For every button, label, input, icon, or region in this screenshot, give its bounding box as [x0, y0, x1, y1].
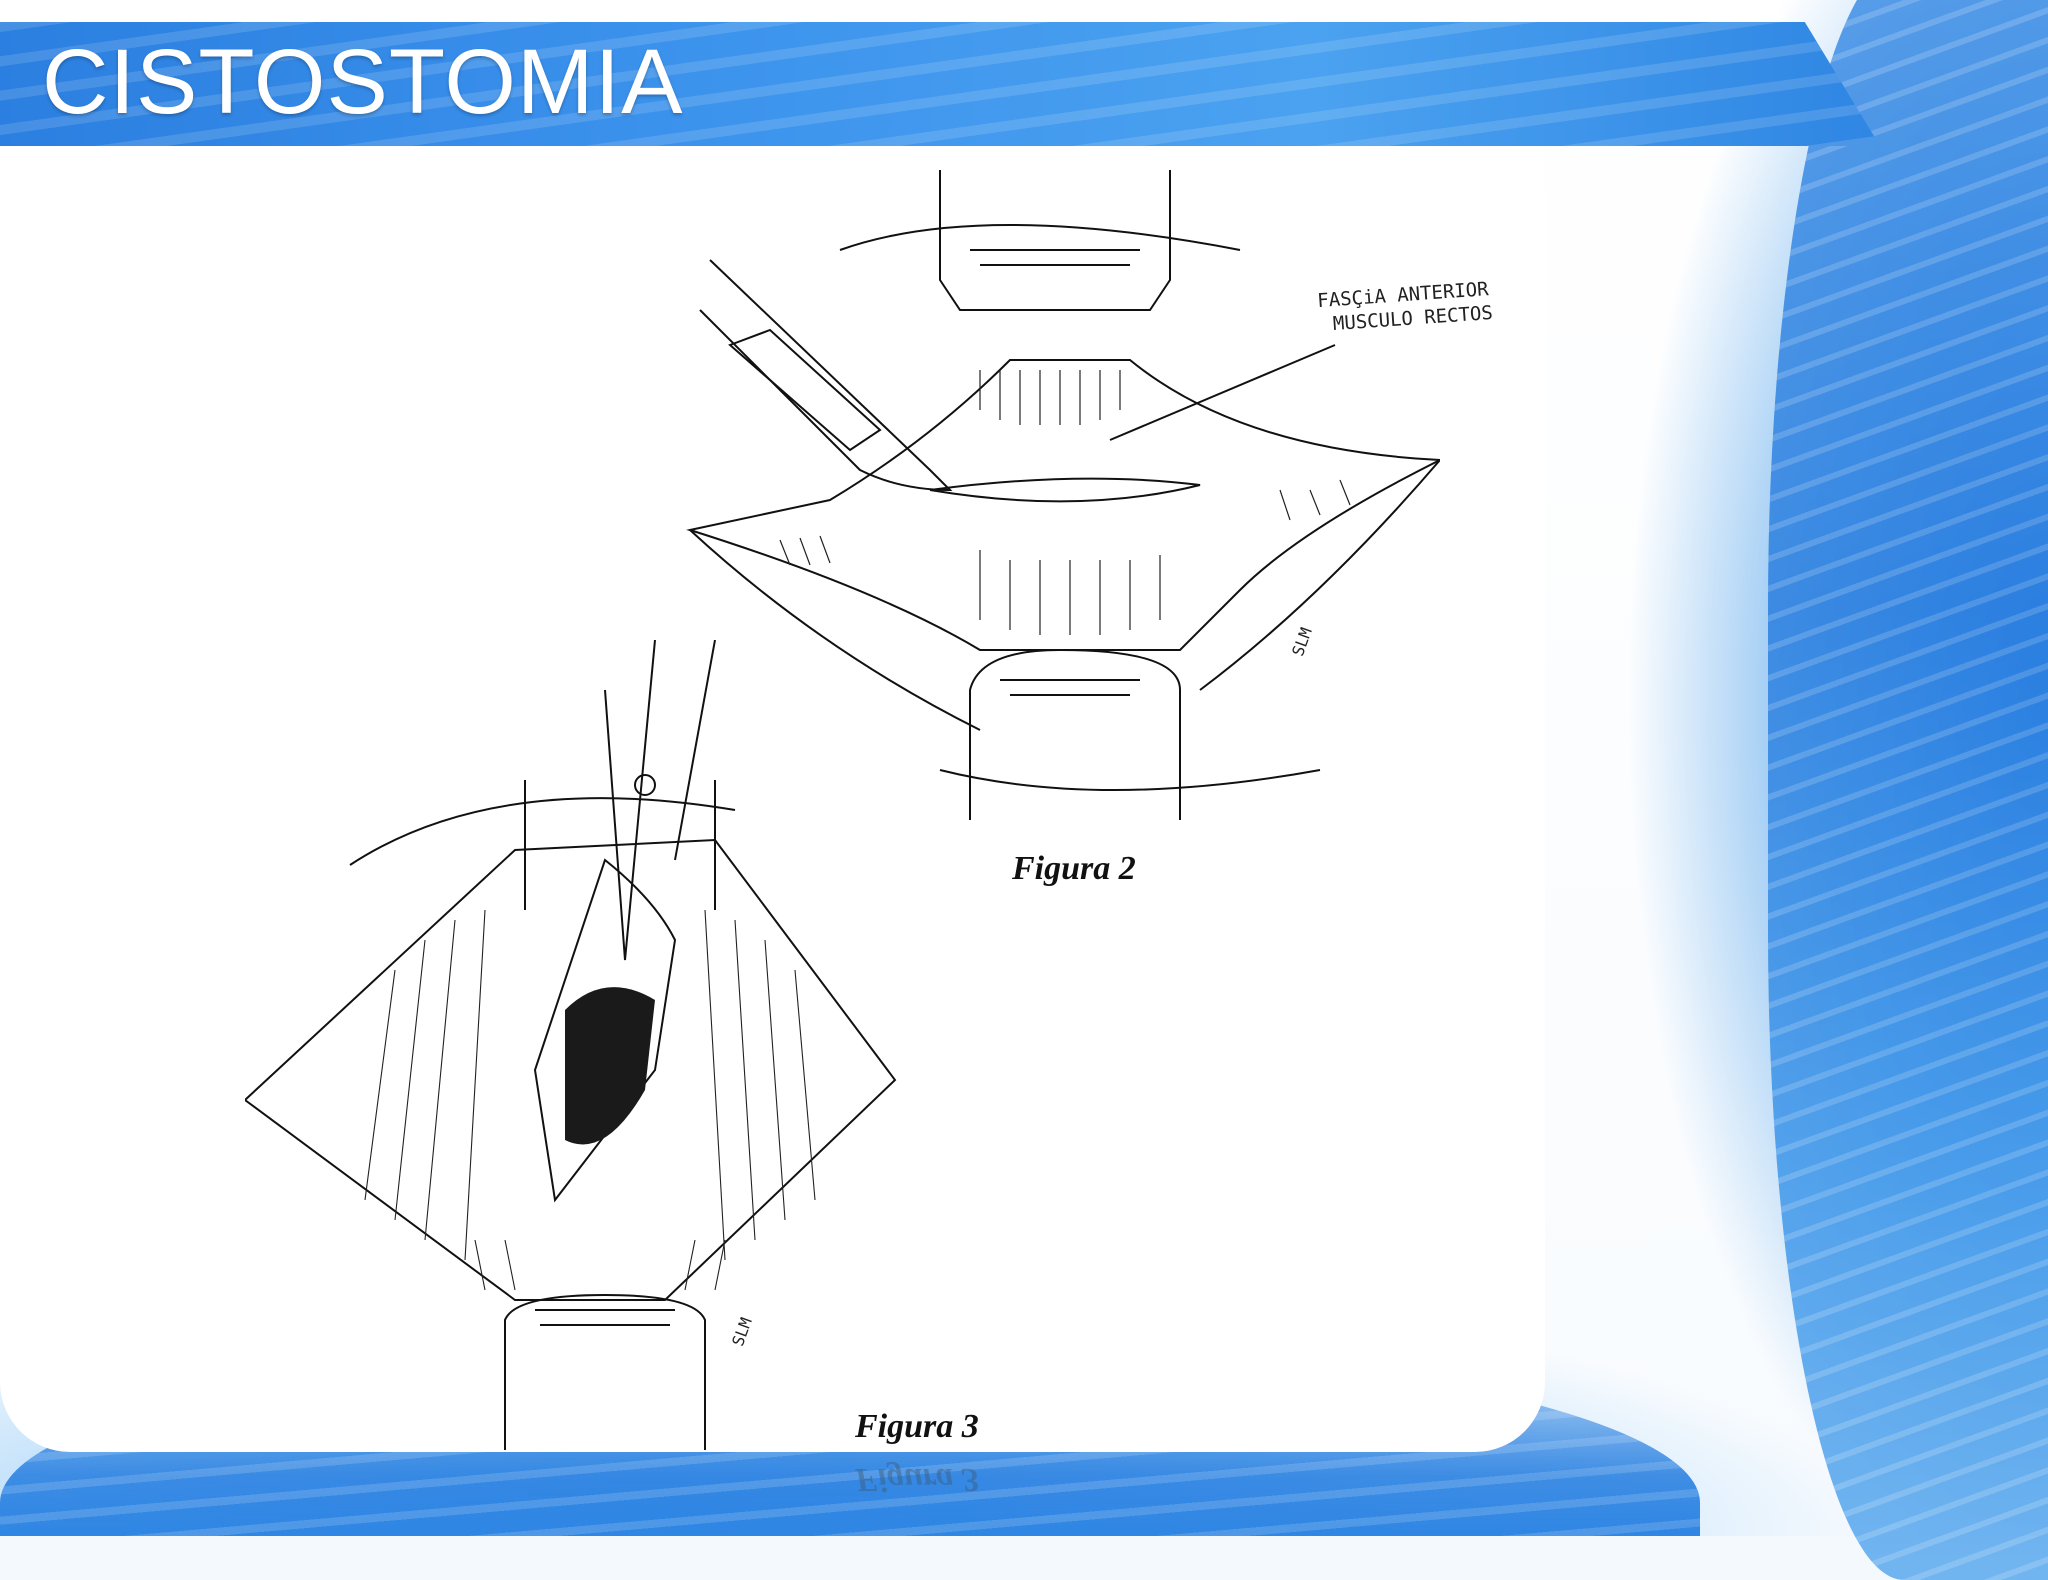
- figure-3-illustration: [245, 640, 905, 1450]
- figure-2-caption: Figura 2: [1012, 850, 1136, 887]
- figure-2-drawing: [686, 170, 1440, 820]
- content-panel: [0, 150, 1545, 1452]
- figure-3-caption-reflection: Figura 3: [855, 1461, 979, 1498]
- figure-2-illustration: [680, 170, 1440, 830]
- figure-3-caption: Figura 3: [855, 1408, 979, 1445]
- slide-title: CISTOSTOMIA: [42, 31, 684, 133]
- figure-3-drawing: [245, 640, 897, 1450]
- decorative-swirl: [1768, 0, 2048, 1580]
- title-bar: [0, 22, 1880, 146]
